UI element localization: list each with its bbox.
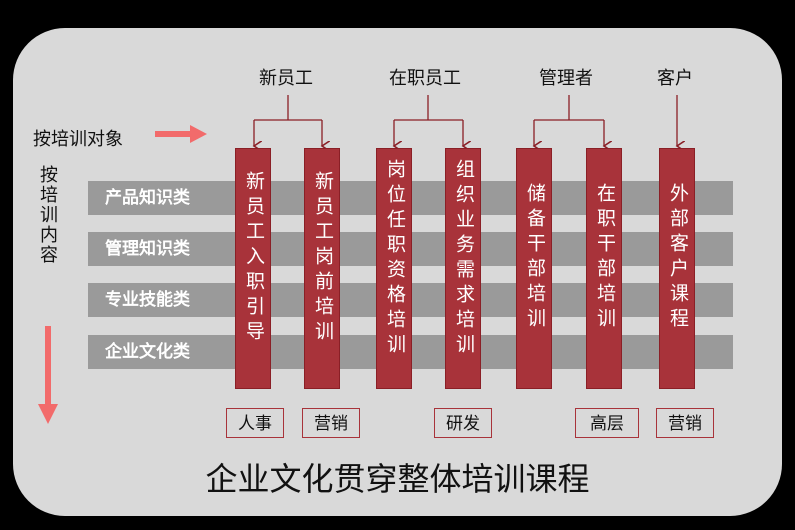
by-audience-label: 按培训对象 — [33, 129, 123, 150]
department-tag-rd: 研发 — [434, 408, 492, 438]
course-column-external-customer: 外部客户课程 — [659, 148, 695, 389]
course-label: 外部客户课程 — [667, 183, 689, 333]
by-content-label: 按培训内容 — [37, 165, 58, 265]
right-arrow-icon — [155, 125, 207, 143]
audience-label-new-employee: 新员工 — [259, 68, 313, 89]
course-column-qualification: 岗位任职资格培训 — [376, 148, 412, 389]
course-label: 新员工入职引导 — [243, 171, 265, 346]
department-tag-hr: 人事 — [226, 408, 284, 438]
course-label: 储备干部培训 — [524, 183, 546, 333]
course-label: 新员工岗前培训 — [312, 171, 334, 346]
course-column-business-needs: 组织业务需求培训 — [445, 148, 481, 389]
down-arrow-icon — [38, 326, 58, 424]
content-band-label: 管理知识类 — [105, 239, 190, 259]
footer-title: 企业文化贯穿整体培训课程 — [205, 460, 590, 498]
content-band-label: 产品知识类 — [105, 188, 190, 208]
department-tag-marketing: 营销 — [302, 408, 360, 438]
audience-label-current-employee: 在职员工 — [389, 68, 461, 89]
audience-label-manager: 管理者 — [539, 68, 593, 89]
course-column-pre-job: 新员工岗前培训 — [304, 148, 340, 389]
audience-label-customer: 客户 — [657, 68, 693, 89]
course-label: 组织业务需求培训 — [453, 159, 475, 359]
course-column-onboarding: 新员工入职引导 — [235, 148, 271, 389]
course-label: 岗位任职资格培训 — [384, 159, 406, 359]
course-column-reserve-cadre: 储备干部培训 — [516, 148, 552, 389]
course-label: 在职干部培训 — [594, 183, 616, 333]
department-tag-executive: 高层 — [575, 408, 639, 438]
content-band-label: 专业技能类 — [105, 290, 190, 310]
department-tag-marketing-2: 营销 — [656, 408, 714, 438]
content-band-label: 企业文化类 — [105, 342, 190, 362]
course-column-current-cadre: 在职干部培训 — [586, 148, 622, 389]
